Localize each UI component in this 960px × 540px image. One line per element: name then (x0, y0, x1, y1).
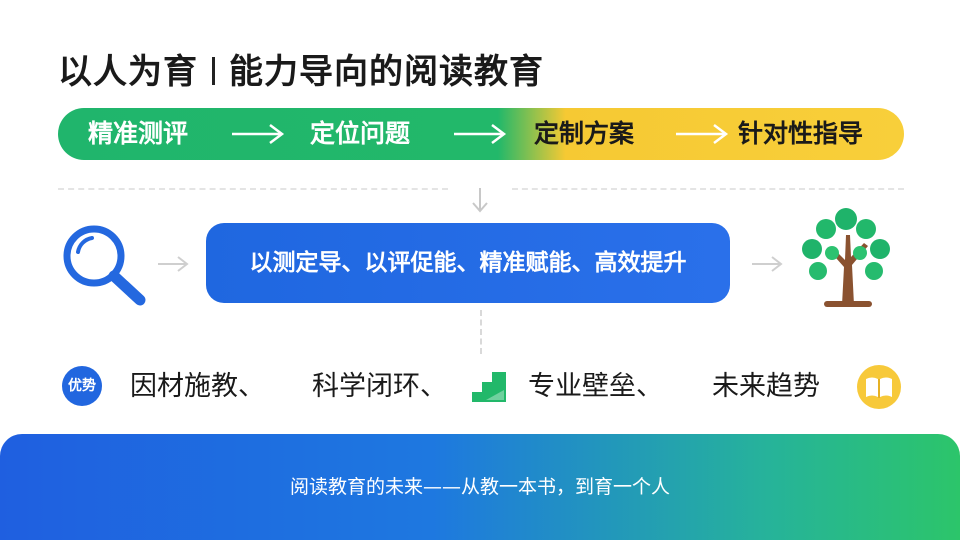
divider-line-right (512, 188, 904, 190)
tree-icon (802, 208, 890, 307)
advantage-item: 未来趋势 (712, 371, 820, 402)
arrow-right-icon (752, 256, 783, 272)
page-title: 以人为育能力导向的阅读教育 (58, 44, 544, 93)
search-icon (63, 225, 146, 306)
divider-line-left (58, 188, 448, 190)
advantages-row: 优势 因材施教、 科学闭环、 专业壁垒、 未来趋势 (58, 360, 904, 410)
core-method-box: 以测定导、以评促能、精准赋能、高效提升 (206, 223, 730, 303)
process-flow-bar: 精准测评 定位问题 定制方案 针对性指导 (58, 108, 904, 160)
advantage-item: 科学闭环、 (312, 371, 447, 402)
arrow-right-icon (454, 124, 507, 144)
arrow-right-icon (676, 124, 729, 144)
title-separator (212, 57, 215, 85)
arrow-down-icon (472, 188, 488, 213)
advantage-badge: 优势 (62, 366, 102, 406)
advantage-item: 因材施教、 (130, 371, 265, 402)
title-left: 以人为育 (58, 52, 198, 92)
flow-step-3: 定制方案 (534, 119, 635, 148)
flow-step-2: 定位问题 (310, 119, 411, 148)
flow-step-1: 精准测评 (88, 119, 189, 148)
arrow-right-icon (158, 256, 189, 272)
footer-banner: 阅读教育的未来——从教一本书，到育一个人 (0, 434, 960, 540)
flow-step-4: 针对性指导 (738, 119, 864, 148)
arrow-right-icon (232, 124, 285, 144)
divider-line-vertical (480, 310, 482, 354)
book-icon (857, 365, 901, 409)
title-right: 能力导向的阅读教育 (229, 52, 544, 92)
advantage-item: 专业壁垒、 (528, 371, 663, 402)
stairs-icon (472, 372, 506, 402)
